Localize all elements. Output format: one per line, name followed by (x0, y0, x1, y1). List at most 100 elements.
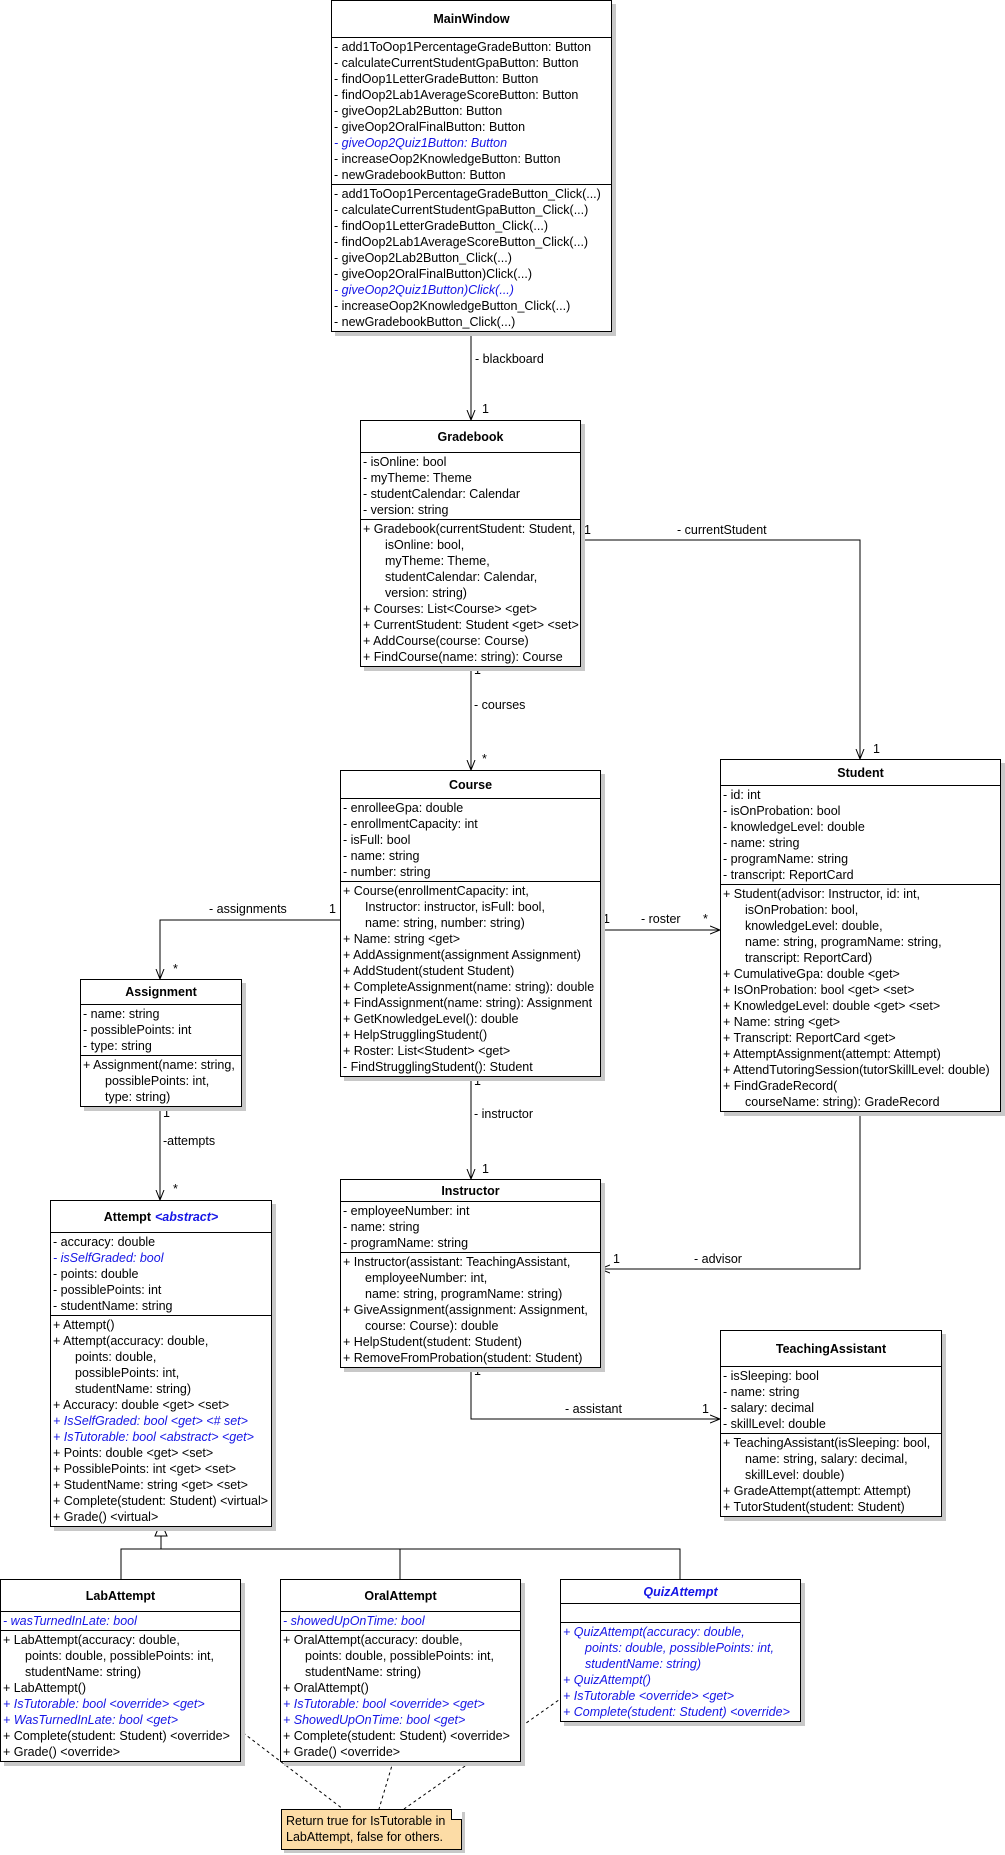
attributes-compartment: - isSleeping: bool- name: string- salary… (721, 1367, 941, 1434)
operation-row: + CumulativeGpa: double <get> (723, 967, 900, 981)
operation-row: + Attempt() (53, 1318, 115, 1332)
class-name-text: Attempt (103, 1209, 151, 1224)
attributes-compartment (561, 1604, 800, 1623)
operations-compartment: + Assignment(name: string,possiblePoints… (81, 1056, 241, 1106)
empty-compartment (563, 1605, 800, 1621)
operation-row: + LabAttempt(accuracy: double, (3, 1633, 180, 1647)
operation-row: - newGradebookButton_Click(...) (334, 315, 516, 329)
attribute-row: - number: string (343, 865, 431, 879)
class-name: OralAttempt (281, 1580, 520, 1612)
operation-row: myTheme: Theme, (385, 554, 490, 568)
role-blackboard: - blackboard (475, 352, 544, 366)
class-course[interactable]: Course- enrolleeGpa: double- enrollmentC… (340, 770, 601, 1077)
class-teachingassistant[interactable]: TeachingAssistant - isSleeping: bool- nam… (720, 1330, 942, 1517)
operation-row: Instructor: instructor, isFull: bool, (365, 900, 545, 914)
role-assignments: - assignments (209, 902, 287, 916)
operation-row: + Points: double <get> <set> (53, 1446, 214, 1460)
mult-courses-target: * (482, 752, 487, 766)
operation-row: name: string, programName: string) (365, 1287, 563, 1301)
role-assistant: - assistant (565, 1402, 622, 1416)
operation-row: + RemoveFromProbation(student: Student) (343, 1351, 583, 1365)
role-roster: - roster (641, 912, 681, 926)
attribute-row: - name: string (343, 849, 420, 863)
class-name-text: Assignment (125, 985, 197, 999)
attribute-row: - type: string (83, 1039, 152, 1053)
class-oralattempt[interactable]: OralAttempt- showedUpOnTime: bool+ OralA… (280, 1579, 521, 1762)
operation-row: points: double, possiblePoints: int, (25, 1649, 215, 1663)
attribute-row: - knowledgeLevel: double (723, 820, 865, 834)
class-assignment[interactable]: Assignment - name: string- possiblePoints… (80, 979, 242, 1107)
operation-row: type: string) (105, 1090, 171, 1104)
attribute-row: - id: int (723, 788, 761, 802)
operation-row: points: double, possiblePoints: int, (305, 1649, 495, 1663)
class-name-text: Student (837, 765, 884, 780)
attribute-row: - transcript: ReportCard (723, 868, 854, 882)
operation-row: + OralAttempt() (283, 1681, 369, 1695)
attribute-row: - programName: string (343, 1236, 469, 1250)
operation-row: name: string, salary: decimal, (745, 1452, 908, 1466)
operation-row: + Roster: List<Student> <get> (343, 1044, 511, 1058)
operation-row: + Name: string <get> (723, 1015, 841, 1029)
operation-row: + CompleteAssignment(name: string): doub… (343, 980, 595, 994)
attribute-row: - possiblePoints: int (53, 1283, 162, 1297)
operation-row: - findOop2Lab1AverageScoreButton_Click(.… (334, 235, 589, 249)
class-name-text: LabAttempt (85, 1588, 156, 1603)
attribute-row: - wasTurnedInLate: bool (3, 1614, 137, 1628)
operation-row: isOnProbation: bool, (745, 903, 859, 917)
operation-row: + AddCourse(course: Course) (363, 634, 529, 648)
mult-roster-target: * (703, 912, 708, 926)
operations-compartment: + TeachingAssistant(isSleeping: bool,nam… (721, 1434, 941, 1516)
class-name-text: OralAttempt (364, 1588, 437, 1603)
attribute-row: - programName: string (723, 852, 849, 866)
operation-row: courseName: string): GradeRecord (745, 1095, 940, 1109)
class-name: TeachingAssistant (721, 1331, 941, 1367)
attribute-row: - add1ToOop1PercentageGradeButton: Butto… (334, 40, 592, 54)
operation-row: - FindStrugglingStudent(): Student (343, 1060, 533, 1074)
class-instructor[interactable]: Instructor- employeeNumber: int- name: s… (340, 1179, 601, 1368)
attribute-row: - myTheme: Theme (363, 471, 472, 485)
note-istutorable[interactable]: Return true for IsTutorable in LabAttemp… (281, 1809, 462, 1850)
mult-instructor-source: 1 (474, 1074, 481, 1088)
class-name-text: Gradebook (437, 429, 504, 444)
attribute-row: - enrolleeGpa: double (343, 801, 464, 815)
operation-row: studentName: string) (75, 1382, 192, 1396)
role-advisor: - advisor (694, 1252, 742, 1266)
attribute-row: - accuracy: double (53, 1235, 156, 1249)
class-student[interactable]: Student- id: int- isOnProbation: bool- k… (720, 759, 1001, 1112)
operation-row: + Complete(student: Student) <override> (563, 1705, 790, 1719)
operations-compartment: + Gradebook(currentStudent: Student,isOn… (361, 520, 580, 666)
operation-row: + IsTutorable: bool <abstract> <get> (53, 1430, 254, 1444)
mult-assistant-source: 1 (474, 1364, 481, 1378)
operation-row: - giveOop2OralFinalButton)Click(...) (334, 267, 532, 281)
class-attempt[interactable]: Attempt<abstract>- accuracy: double- isS… (50, 1200, 272, 1527)
class-name: Attempt<abstract> (51, 1201, 271, 1233)
class-name: Assignment (81, 980, 241, 1005)
operation-row: + IsTutorable <override> <get> (563, 1689, 735, 1703)
operations-compartment: + Student(advisor: Instructor, id: int,i… (721, 885, 1000, 1111)
class-name-text: Course (448, 777, 493, 792)
class-gradebook[interactable]: Gradebook - isOnline: bool - myTheme: Them… (360, 420, 581, 667)
attribute-row: - possiblePoints: int (83, 1023, 192, 1037)
operation-row: + HelpStrugglingStudent() (343, 1028, 488, 1042)
class-name: LabAttempt (1, 1580, 240, 1612)
operation-row: + GiveAssignment(assignment: Assignment, (343, 1303, 588, 1317)
class-quizattempt[interactable]: QuizAttempt+ QuizAttempt(accuracy: doubl… (560, 1579, 801, 1722)
class-name-text: TeachingAssistant (775, 1341, 887, 1356)
attributes-compartment: - name: string- possiblePoints: int- typ… (81, 1005, 241, 1056)
class-name: QuizAttempt (561, 1580, 800, 1604)
operation-row: isOnline: bool, (385, 538, 465, 552)
operation-row: - add1ToOop1PercentageGradeButton_Click(… (334, 187, 601, 201)
mult-assignments-source: 1 (329, 902, 336, 916)
operation-row: name: string, number: string) (365, 916, 525, 930)
operations-compartment: - add1ToOop1PercentageGradeButton_Click(… (332, 185, 611, 331)
note-text-line1: Return true for IsTutorable in (286, 1814, 446, 1828)
attribute-row: - isOnline: bool (363, 455, 447, 469)
operation-row: + Complete(student: Student) <override> (3, 1729, 230, 1743)
operation-row: + AttendTutoringSession(tutorSkillLevel:… (723, 1063, 990, 1077)
attribute-row: - newGradebookButton: Button (334, 168, 506, 182)
operation-row: + Assignment(name: string, (83, 1058, 235, 1072)
attributes-compartment: - isOnline: bool- myTheme: Theme- studen… (361, 453, 580, 520)
class-mainwindow[interactable]: MainWindow- add1ToOop1PercentageGradeBut… (331, 0, 612, 332)
operation-row: + Attempt(accuracy: double, (53, 1334, 209, 1348)
class-labattempt[interactable]: LabAttempt - wasTurnedInLate: bool + LabAt… (0, 1579, 241, 1762)
